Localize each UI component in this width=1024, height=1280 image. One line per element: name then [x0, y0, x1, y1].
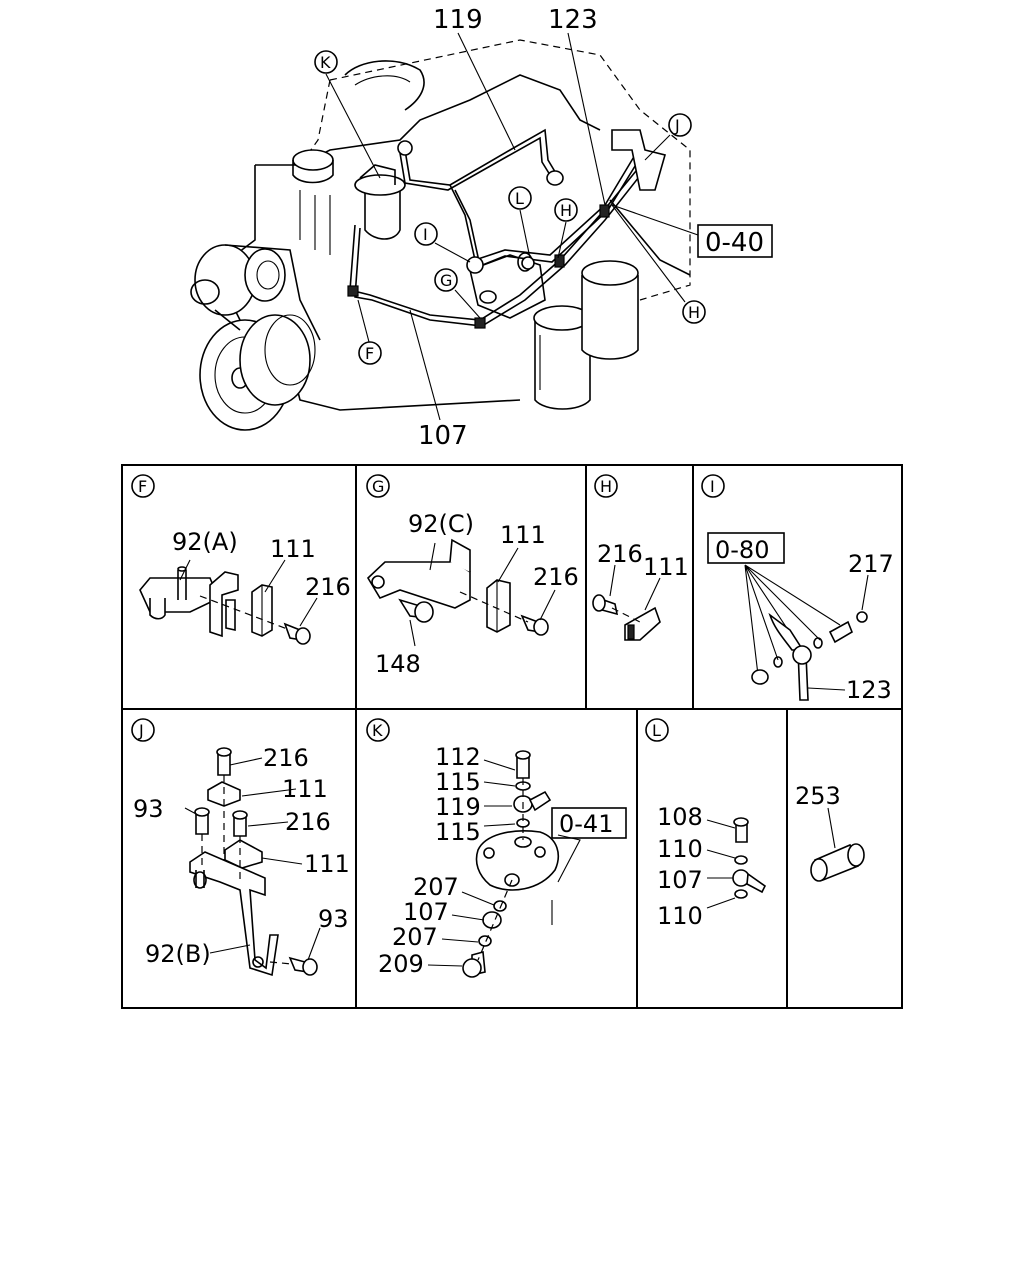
washer-110-b [734, 889, 748, 899]
priming-filter [354, 164, 406, 240]
svg-text:F: F [365, 344, 374, 363]
panel-h: H 216 111 [592, 474, 689, 641]
label-92b: 92(B) [145, 940, 211, 968]
svg-text:L: L [515, 189, 524, 208]
label-112: 112 [435, 743, 481, 771]
panel-j-letter: J [138, 721, 144, 740]
crank-pulley [199, 314, 316, 431]
label-148: 148 [375, 650, 421, 678]
marker-i: I [414, 222, 438, 246]
panel-h-letter: H [600, 477, 612, 496]
label-92a: 92(A) [172, 528, 238, 556]
svg-text:J: J [674, 116, 680, 135]
fuel-filter-2 [581, 260, 639, 360]
svg-text:I: I [423, 225, 428, 244]
label-216-f: 216 [305, 573, 351, 601]
label-123-i: 123 [846, 676, 892, 704]
label-216-j-b: 216 [285, 808, 331, 836]
label-93-j: 93 [133, 795, 164, 823]
label-209: 209 [378, 950, 424, 978]
label-216-j-a: 216 [263, 744, 309, 772]
panel-k: K 0-41 112 115 119 115 207 1 [366, 718, 627, 978]
callout-123: 123 [548, 5, 598, 35]
panel-l: L 108 110 107 110 [645, 718, 767, 930]
label-217: 217 [848, 550, 894, 578]
marker-f: F [358, 341, 382, 365]
fuel-pipe-119 [399, 128, 561, 191]
callout-119: 119 [433, 5, 483, 35]
label-253: 253 [795, 782, 841, 810]
bracket-j [611, 129, 666, 191]
panel-g: G 92(C) 111 216 148 [366, 474, 579, 678]
svg-text:H: H [560, 201, 572, 220]
label-110-a: 110 [657, 835, 703, 863]
marker-h-1: H [554, 198, 578, 222]
label-119-k: 119 [435, 793, 481, 821]
ref-box-041: 0-41 [551, 807, 627, 839]
label-108: 108 [657, 803, 703, 831]
label-111-j-b: 111 [304, 850, 350, 878]
clip-h2 [599, 204, 610, 218]
clip-111-g [486, 579, 511, 633]
marker-h-2: H [682, 300, 706, 324]
label-207-b: 207 [392, 923, 438, 951]
clip-h1 [554, 254, 565, 268]
label-111-g: 111 [500, 521, 546, 549]
clip-g [474, 317, 486, 329]
callout-107: 107 [418, 421, 468, 451]
ref-box-040: 0-40 [697, 224, 773, 258]
label-207-a: 207 [413, 873, 459, 901]
label-216-h: 216 [597, 540, 643, 568]
panel-k-letter: K [372, 721, 383, 740]
panel-f: F 92(A) 111 216 [131, 474, 351, 645]
marker-g: G [434, 268, 458, 292]
panel-l-letter: L [652, 721, 661, 740]
detail-grid [121, 464, 903, 1009]
alternator-pulley [190, 244, 286, 316]
fuel-filter-1 [533, 305, 591, 410]
engine-illustration [190, 39, 691, 431]
marker-k: K [314, 50, 338, 74]
label-115-b: 115 [435, 818, 481, 846]
svg-text:K: K [320, 53, 331, 72]
panel-hose: 253 [795, 782, 865, 882]
washer-110-a [734, 855, 748, 865]
label-107-l: 107 [657, 866, 703, 894]
ref-box-080: 0-80 [707, 532, 785, 564]
washer-207-a [493, 900, 507, 912]
label-110-b: 110 [657, 902, 703, 930]
svg-text:0-80: 0-80 [715, 536, 769, 564]
clip-f [347, 285, 359, 297]
washer-207-b [478, 935, 492, 947]
label-92c: 92(C) [408, 510, 474, 538]
filter-head [475, 830, 559, 891]
svg-text:G: G [440, 271, 452, 290]
svg-text:0-41: 0-41 [559, 810, 613, 838]
marker-l: L [508, 186, 532, 210]
panel-g-letter: G [372, 477, 384, 496]
label-111-j-a: 111 [282, 775, 328, 803]
label-111-f: 111 [270, 535, 316, 563]
label-93-j-side: 93 [318, 905, 349, 933]
panel-j: J 216 111 93 216 111 93 92(B) [131, 718, 350, 977]
bracket-92b [189, 851, 279, 977]
marker-j: J [668, 113, 692, 137]
main-leaders [325, 32, 699, 421]
label-107-k: 107 [403, 898, 449, 926]
label-111-h: 111 [643, 553, 689, 581]
panel-i: I 0-80 217 123 [701, 474, 894, 704]
panel-f-letter: F [138, 477, 147, 496]
oil-cap [292, 149, 334, 171]
svg-text:0-40: 0-40 [705, 228, 764, 258]
bracket-92c [366, 561, 471, 609]
panel-i-letter: I [710, 477, 715, 496]
svg-text:H: H [688, 303, 700, 322]
label-216-g: 216 [533, 563, 579, 591]
label-115-a: 115 [435, 768, 481, 796]
